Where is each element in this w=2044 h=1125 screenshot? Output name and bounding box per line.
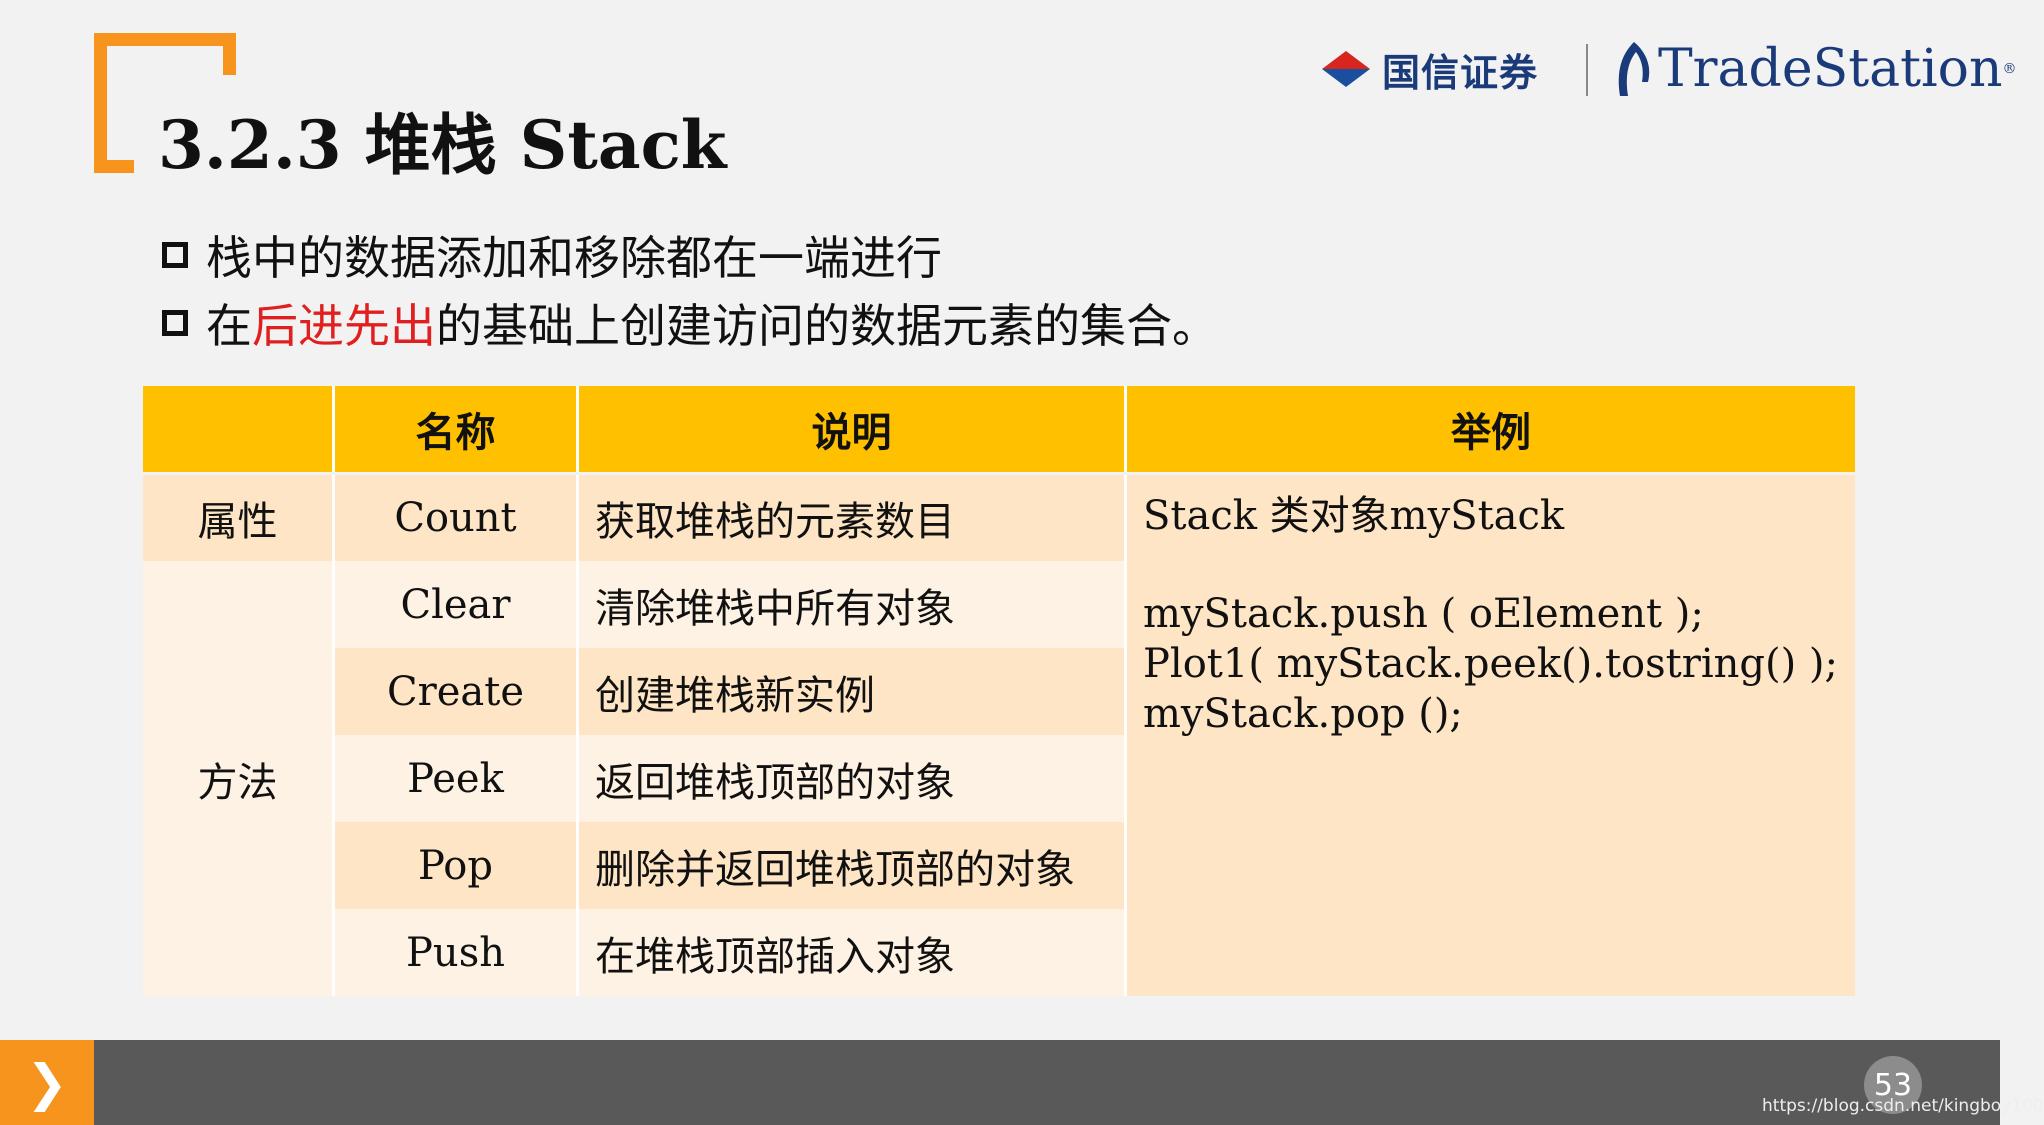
table-row-name: Peek: [335, 735, 579, 822]
registered-mark: ®: [2002, 61, 2017, 77]
square-bullet-icon: [162, 242, 188, 268]
table-row-desc: 返回堆栈顶部的对象: [579, 735, 1127, 822]
example-code-cell: Stack 类对象myStack myStack.push ( oElement…: [1127, 475, 1855, 996]
bullet-text-post: 的基础上创建访问的数据元素的集合。: [436, 299, 1218, 353]
table-header-desc: 说明: [579, 386, 1127, 472]
table-row-desc: 删除并返回堆栈顶部的对象: [579, 822, 1127, 909]
table-row-name: Pop: [335, 822, 579, 909]
group-method: 方法: [143, 561, 335, 996]
example-line: Stack 类对象myStack: [1143, 493, 1565, 539]
guosen-logo-text: 国信证券: [1382, 49, 1539, 95]
bullet-item: 栈中的数据添加和移除都在一端进行: [162, 222, 942, 288]
guosen-logo: 国信证券: [1318, 38, 1538, 100]
table-row-desc: 获取堆栈的元素数目: [579, 475, 1127, 561]
table-row-desc: 在堆栈顶部插入对象: [579, 909, 1127, 996]
page-number-badge: 53: [1864, 1056, 1922, 1114]
logo-separator: [1586, 44, 1588, 96]
guosen-diamond-icon: [1318, 47, 1374, 91]
watermark-url: https://blog.csdn.net/kingboy100: [1762, 1096, 2044, 1116]
table-row-name: Create: [335, 648, 579, 735]
chevron-right-icon: ❯: [0, 1040, 94, 1125]
table-row-name: Count: [335, 475, 579, 561]
tradestation-mark-icon: [1618, 42, 1650, 96]
bullet-text-pre: 在: [206, 299, 252, 353]
table-header-name: 名称: [335, 386, 579, 472]
square-bullet-icon: [162, 310, 188, 336]
example-line: myStack.push ( oElement );: [1143, 591, 1704, 637]
example-line: Plot1( myStack.peek().tostring() );: [1143, 641, 1838, 687]
bullet-text-highlight: 后进先出: [252, 299, 436, 353]
group-property: 属性: [143, 475, 335, 561]
tradestation-logo: TradeStation ®: [1612, 38, 2016, 100]
bullet-text: 栈中的数据添加和移除都在一端进行: [206, 231, 942, 285]
slide-title: 3.2.3 堆栈 Stack: [158, 106, 727, 184]
bullet-item: 在后进先出的基础上创建访问的数据元素的集合。: [162, 290, 1218, 356]
slide-footer-bar: ❯: [0, 1040, 2000, 1125]
table-row-desc: 创建堆栈新实例: [579, 648, 1127, 735]
table-header-example: 举例: [1127, 386, 1855, 472]
table-row-desc: 清除堆栈中所有对象: [579, 561, 1127, 648]
title-corner-bracket: [94, 33, 236, 173]
stack-members-table: 名称 说明 举例 属性 方法 Count 获取堆栈的元素数目 Clear 清除堆…: [143, 386, 1855, 996]
example-line: myStack.pop ();: [1143, 691, 1463, 737]
table-row-name: Push: [335, 909, 579, 996]
table-row-name: Clear: [335, 561, 579, 648]
table-header-cell: [143, 386, 335, 472]
tradestation-logo-text: TradeStation: [1658, 39, 2003, 99]
